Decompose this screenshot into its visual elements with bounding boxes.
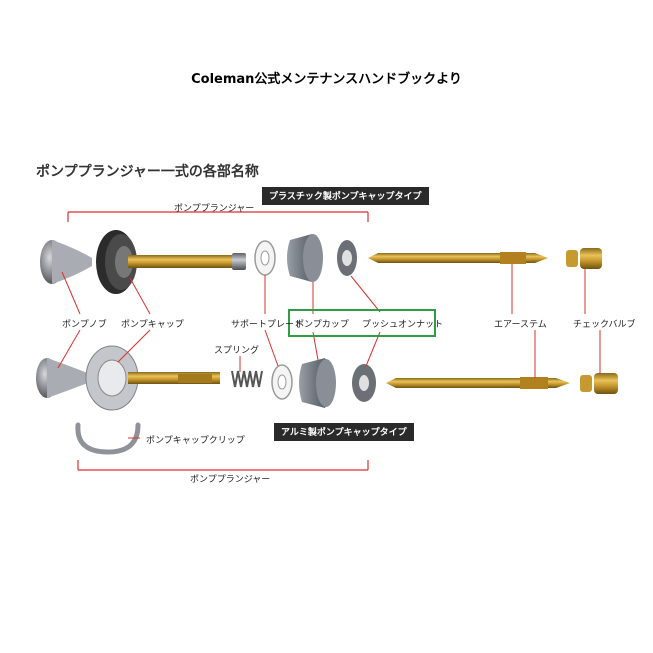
bottom-plunger-label: ポンププランジャー xyxy=(190,475,271,485)
bottom-support-plate xyxy=(271,364,293,400)
label-pump-cap-clip: ポンプキャップクリップ xyxy=(146,436,245,446)
bottom-pump-cup xyxy=(299,358,336,408)
bottom-check-valve xyxy=(580,373,618,394)
section-heading: ポンププランジャー一式の各部名称 xyxy=(36,164,259,180)
top-pump-cup xyxy=(287,234,323,282)
page-title: Coleman公式メンテナンスハンドブックより xyxy=(191,72,462,87)
plastic-type-badge: プラスチック製ポンプキャップタイプ xyxy=(262,187,429,205)
top-plunger-bracket xyxy=(67,211,369,222)
label-push-on-nut: プッシュオンナット xyxy=(362,320,444,330)
top-plunger-label: ポンププランジャー xyxy=(174,204,255,214)
label-spring: スプリング xyxy=(214,346,260,356)
label-pump-cap: ポンプキャップ xyxy=(121,320,184,330)
label-support-plate: サポートプレート xyxy=(231,320,304,330)
label-pump-knob: ポンプノブ xyxy=(62,320,107,330)
leader-lines xyxy=(57,264,601,439)
bottom-pump-knob xyxy=(36,358,90,398)
bottom-spring xyxy=(231,370,263,388)
bottom-pump-cap xyxy=(85,345,139,411)
bottom-air-stem xyxy=(386,377,570,389)
bottom-plunger-rod xyxy=(128,372,220,384)
aluminum-type-badge: アルミ製ポンプキャップタイプ xyxy=(274,423,414,441)
top-check-valve xyxy=(566,248,602,269)
top-pump-cap xyxy=(96,230,137,294)
label-pump-cup: ポンプカップ xyxy=(295,320,349,330)
top-pump-knob xyxy=(40,240,92,284)
top-air-stem xyxy=(368,252,548,264)
label-check-valve: チェックバルブ xyxy=(573,320,636,330)
highlight-box xyxy=(288,309,436,337)
bottom-plunger-bracket xyxy=(77,460,369,471)
top-push-on-nut xyxy=(337,240,357,276)
bottom-push-on-nut xyxy=(352,364,376,402)
label-air-stem: エアーステム xyxy=(494,320,547,330)
top-support-plate xyxy=(254,240,276,276)
top-plunger-rod xyxy=(128,253,246,270)
